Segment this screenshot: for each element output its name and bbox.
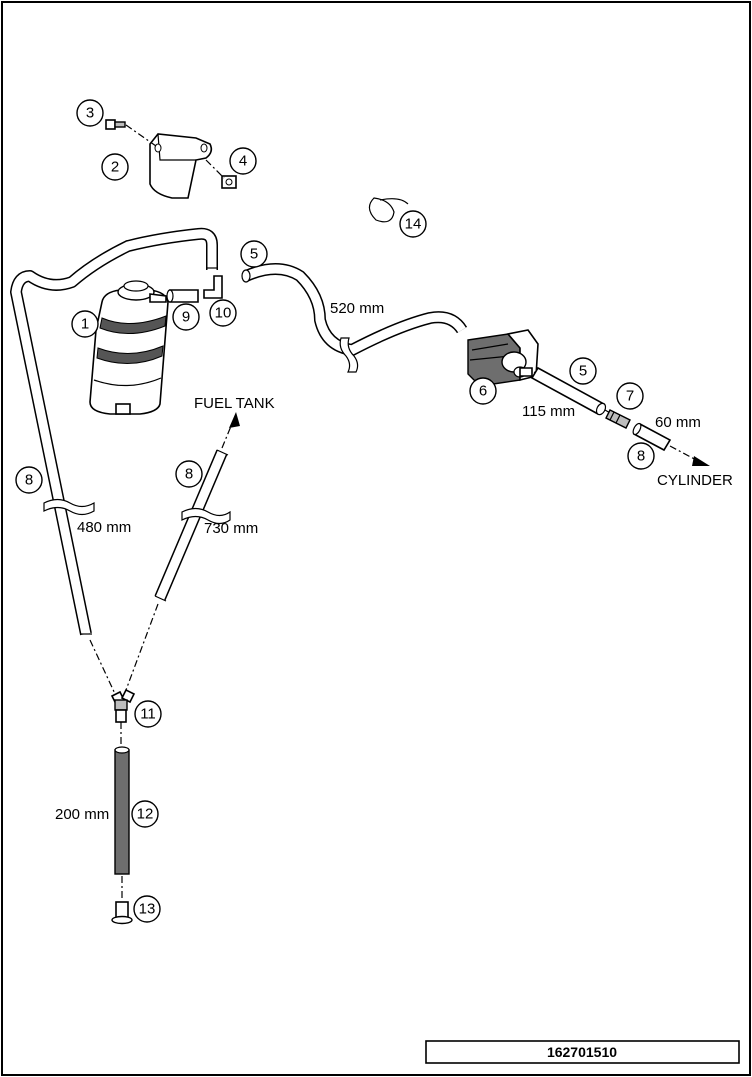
svg-text:13: 13 (139, 901, 156, 918)
svg-text:8: 8 (185, 466, 193, 483)
cable-tie (368, 197, 409, 223)
callout-8-left: 8 (15, 466, 43, 494)
callout-10: 10 (209, 299, 237, 327)
short-hose-9 (166, 289, 199, 303)
centerline-480-to-y (89, 639, 117, 697)
label-200mm: 200 mm (55, 806, 109, 823)
arrow-fuel-tank (229, 412, 240, 428)
clip-nut (221, 175, 237, 189)
hose-730mm (154, 449, 229, 602)
svg-text:1: 1 (81, 316, 89, 333)
callout-14: 14 (399, 210, 427, 238)
hose-115mm (530, 366, 607, 416)
callout-6: 6 (469, 377, 497, 405)
document-number-box: 162701510 (425, 1040, 740, 1064)
hose-break-730 (181, 507, 231, 525)
svg-text:7: 7 (626, 388, 634, 405)
callout-11: 11 (134, 700, 162, 728)
callout-12: 12 (131, 800, 159, 828)
svg-text:8: 8 (637, 448, 645, 465)
callout-4: 4 (229, 147, 257, 175)
svg-text:3: 3 (86, 105, 94, 122)
svg-text:10: 10 (215, 305, 232, 322)
bracket (149, 133, 213, 199)
callout-9: 9 (172, 303, 200, 331)
document-number: 162701510 (547, 1044, 617, 1060)
arrow-cylinder (692, 456, 710, 466)
y-fitting (110, 688, 136, 723)
label-60mm: 60 mm (655, 414, 701, 431)
svg-text:12: 12 (137, 806, 154, 823)
svg-text:4: 4 (239, 153, 247, 170)
callout-13: 13 (133, 895, 161, 923)
centerline-to-cylinder (669, 445, 701, 463)
purge-valve (467, 329, 539, 387)
label-520mm: 520 mm (330, 300, 384, 317)
centerline-screw (125, 124, 157, 147)
svg-text:11: 11 (140, 706, 156, 723)
hose-break-520 (339, 337, 359, 373)
callout-2: 2 (101, 153, 129, 181)
elbow-10 (203, 275, 223, 299)
svg-text:14: 14 (405, 216, 422, 233)
label-115mm: 115 mm (522, 403, 575, 420)
hose-480mm (10, 227, 218, 636)
svg-text:2: 2 (111, 159, 119, 176)
callout-3: 3 (76, 99, 104, 127)
centerline-nut (205, 159, 225, 179)
svg-text:6: 6 (479, 383, 487, 400)
hose-break-480 (43, 498, 95, 516)
restrictor (605, 409, 631, 429)
centerline-730-to-y (125, 603, 159, 691)
callout-5-upper: 5 (240, 240, 268, 268)
cap (111, 901, 133, 925)
hose-200mm (114, 746, 130, 875)
screw (105, 119, 126, 130)
charcoal-canister (89, 280, 169, 415)
label-cylinder: CYLINDER (657, 472, 733, 489)
hose-60mm (632, 422, 672, 452)
hose-520mm (241, 263, 468, 356)
callout-7: 7 (616, 382, 644, 410)
label-fuel-tank: FUEL TANK (194, 395, 275, 412)
svg-text:5: 5 (250, 246, 258, 263)
svg-text:5: 5 (579, 363, 587, 380)
callout-8-middle: 8 (175, 460, 203, 488)
label-480mm: 480 mm (77, 519, 131, 536)
callout-8-right: 8 (627, 442, 655, 470)
svg-text:8: 8 (25, 472, 33, 489)
svg-text:9: 9 (182, 309, 190, 326)
label-730mm: 730 mm (204, 520, 258, 537)
callout-5-lower: 5 (569, 357, 597, 385)
callout-1: 1 (71, 310, 99, 338)
